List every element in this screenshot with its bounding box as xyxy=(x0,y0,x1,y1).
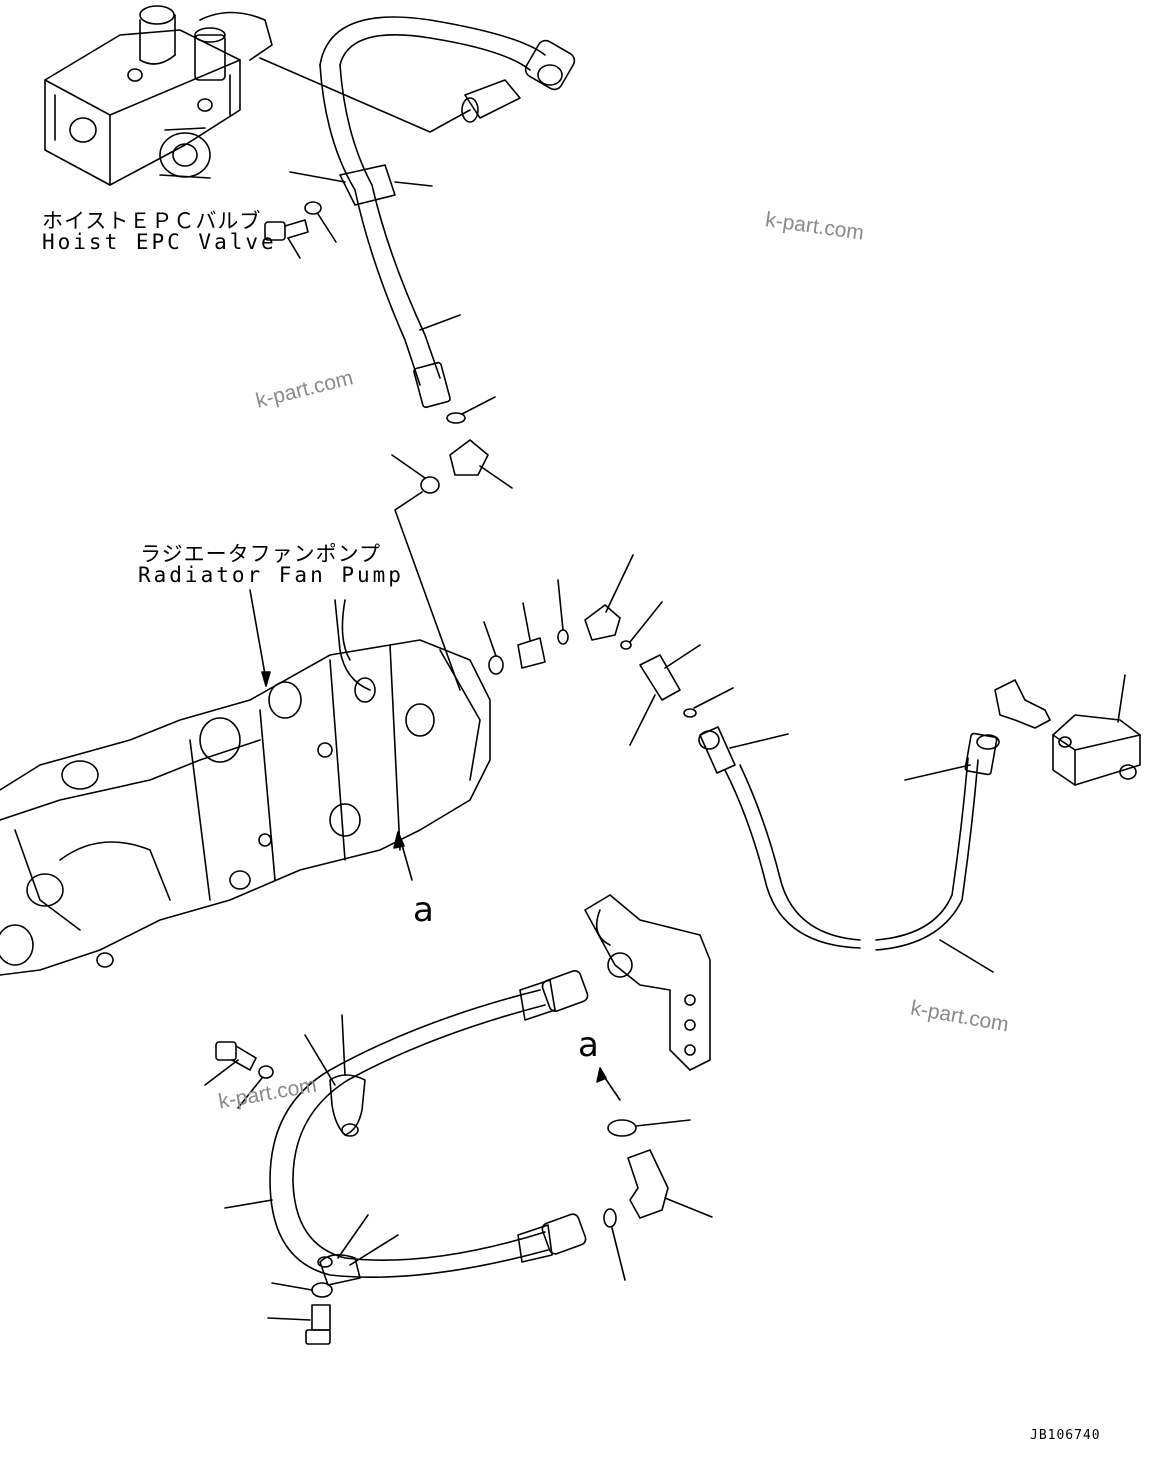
ref-a-lower-leader xyxy=(603,1075,620,1100)
hoist-epc-valve-label-jp: ホイストＥＰＣバルブ xyxy=(42,209,262,233)
radiator-fan-pump-label-jp: ラジエータファンポンプ xyxy=(140,542,381,566)
radiator-fan-pump-drawing xyxy=(0,600,490,975)
ref-mark-a-upper: a xyxy=(413,890,434,930)
lower-bolts xyxy=(205,1042,332,1344)
drawing-code: JB106740 xyxy=(1030,1428,1101,1443)
bolt-and-washer-upper xyxy=(265,202,336,258)
hoist-epc-valve-label-en: Hoist EPC Valve xyxy=(42,230,277,254)
lower-right-block xyxy=(585,895,710,1070)
upper-hose-drawing xyxy=(260,17,577,408)
right-valve-block xyxy=(995,675,1140,785)
lower-elbow-fitting xyxy=(604,1120,712,1280)
right-hose-drawing xyxy=(699,727,999,972)
radiator-fan-pump-label-en: Radiator Fan Pump xyxy=(138,563,404,587)
lower-hose-drawing xyxy=(225,969,589,1285)
fittings-column xyxy=(392,397,733,745)
hoist-epc-valve-drawing xyxy=(45,6,272,185)
radiator-fan-pump-leader xyxy=(250,590,266,680)
ref-mark-a-lower: a xyxy=(578,1025,599,1065)
